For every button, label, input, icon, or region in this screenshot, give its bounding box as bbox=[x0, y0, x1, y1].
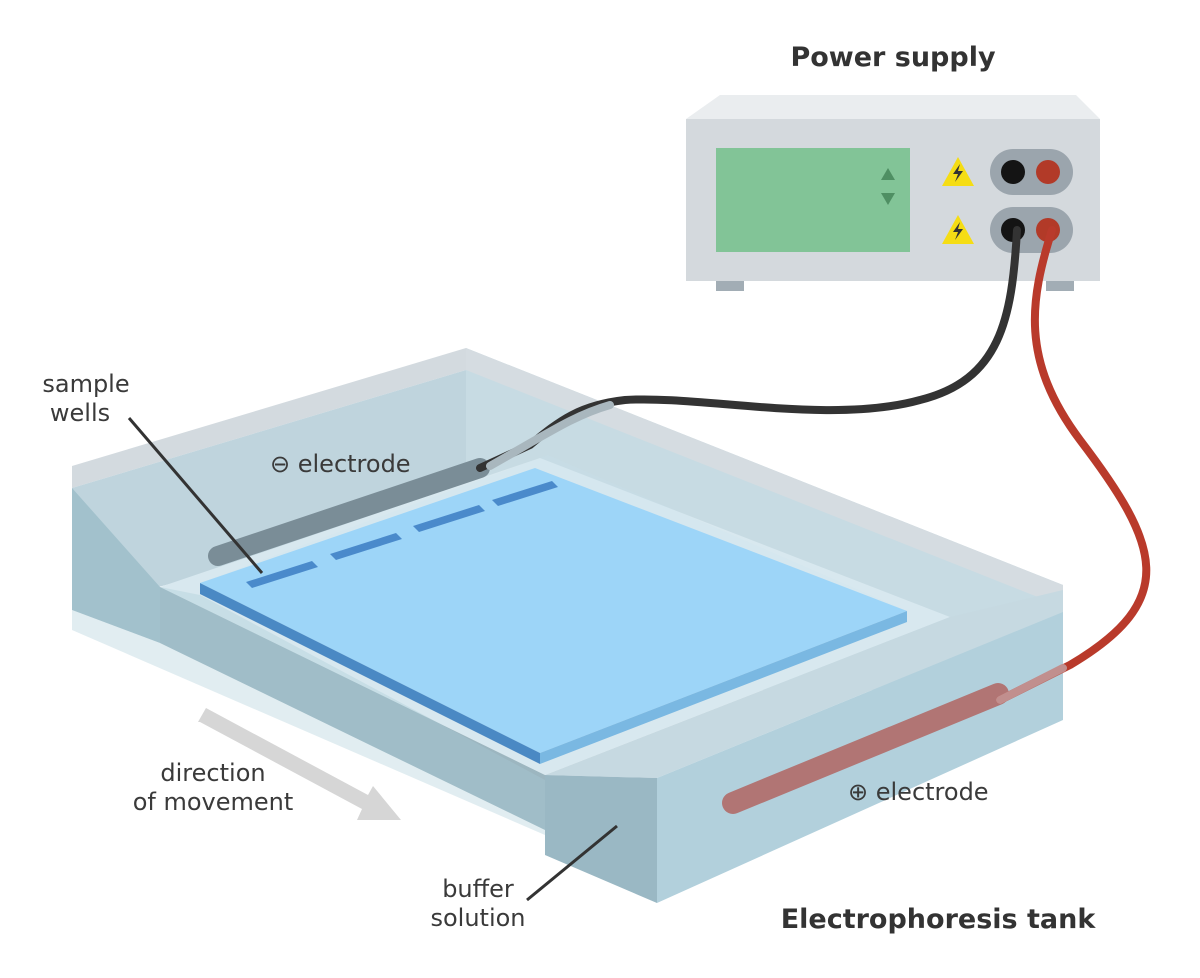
gel-tray-side bbox=[160, 587, 545, 830]
gel-slab-right-edge bbox=[540, 611, 907, 764]
positive-terminal bbox=[1036, 160, 1060, 184]
negative-lead-wire-submerged bbox=[486, 401, 614, 470]
negative-lead-wire bbox=[476, 226, 1021, 472]
buffer-solution-front bbox=[72, 587, 545, 835]
tank-left-end-side bbox=[72, 488, 160, 643]
electrophoresis-tank bbox=[72, 348, 1063, 903]
tank-left-end-top bbox=[72, 348, 466, 488]
tank-right-end-top bbox=[545, 590, 1063, 778]
buffer-solution bbox=[200, 455, 907, 753]
gel-slab-front-edge bbox=[200, 583, 540, 764]
negative-electrode-label: ⊖ electrode bbox=[270, 450, 411, 478]
tank-left-end-front bbox=[72, 370, 466, 610]
power-supply-foot-left bbox=[716, 281, 744, 291]
display-screen bbox=[716, 148, 910, 252]
positive-lead-wire-submerged bbox=[996, 664, 1067, 704]
direction-arrow bbox=[198, 708, 401, 820]
power-supply-top bbox=[686, 95, 1100, 119]
positive-electrode-label: ⊕ electrode bbox=[848, 778, 989, 806]
sample-well bbox=[492, 481, 558, 506]
sample-wells-pointer bbox=[127, 417, 264, 574]
sample-well bbox=[413, 505, 485, 532]
negative-terminal bbox=[1001, 160, 1025, 184]
sample-well bbox=[330, 533, 402, 560]
positive-electrode bbox=[722, 683, 1009, 814]
power-supply bbox=[686, 95, 1100, 291]
arrow-up-icon bbox=[881, 168, 895, 180]
sample-well bbox=[246, 561, 318, 588]
arrow-down-icon bbox=[881, 193, 895, 205]
negative-electrode bbox=[208, 458, 490, 566]
buffer-solution-pointer bbox=[526, 824, 618, 902]
power-supply-foot-right bbox=[1046, 281, 1074, 291]
tank-title: Electrophoresis tank bbox=[781, 904, 1097, 935]
positive-lead-wire bbox=[996, 226, 1151, 704]
tank-back-rim bbox=[466, 348, 1063, 607]
power-supply-title: Power supply bbox=[790, 42, 996, 73]
